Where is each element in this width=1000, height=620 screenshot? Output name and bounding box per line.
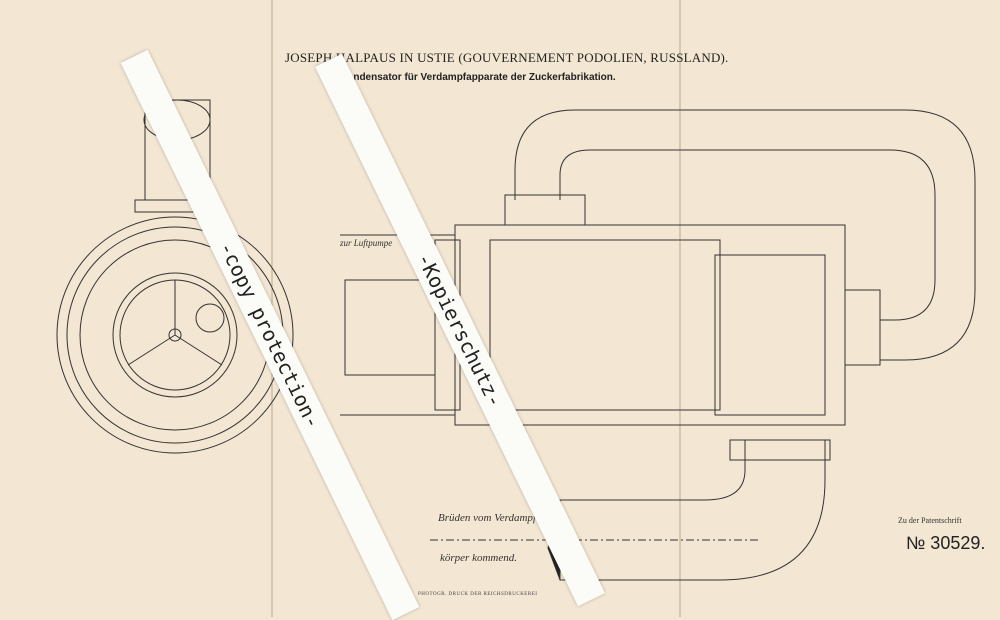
return-pipe-c bbox=[514, 109, 976, 361]
printer-credit: PHOTOGR. DRUCK DER REICHSDRUCKEREI bbox=[418, 592, 538, 597]
patent-reference-label: Zu der Patentschrift bbox=[898, 516, 962, 525]
inventor-line: JOSEPH HALPAUS IN USTIE (GOUVERNEMENT PO… bbox=[285, 50, 729, 65]
patent-title: Condensator für Verdampfapparate der Zuc… bbox=[340, 72, 616, 83]
patent-number: № 30529. bbox=[906, 533, 986, 553]
air-pump-label: zur Luftpumpe bbox=[340, 238, 393, 248]
inlet-label-line2: körper kommend. bbox=[440, 552, 517, 564]
inlet-label-line1: Brüden vom Verdampf- bbox=[438, 512, 540, 524]
